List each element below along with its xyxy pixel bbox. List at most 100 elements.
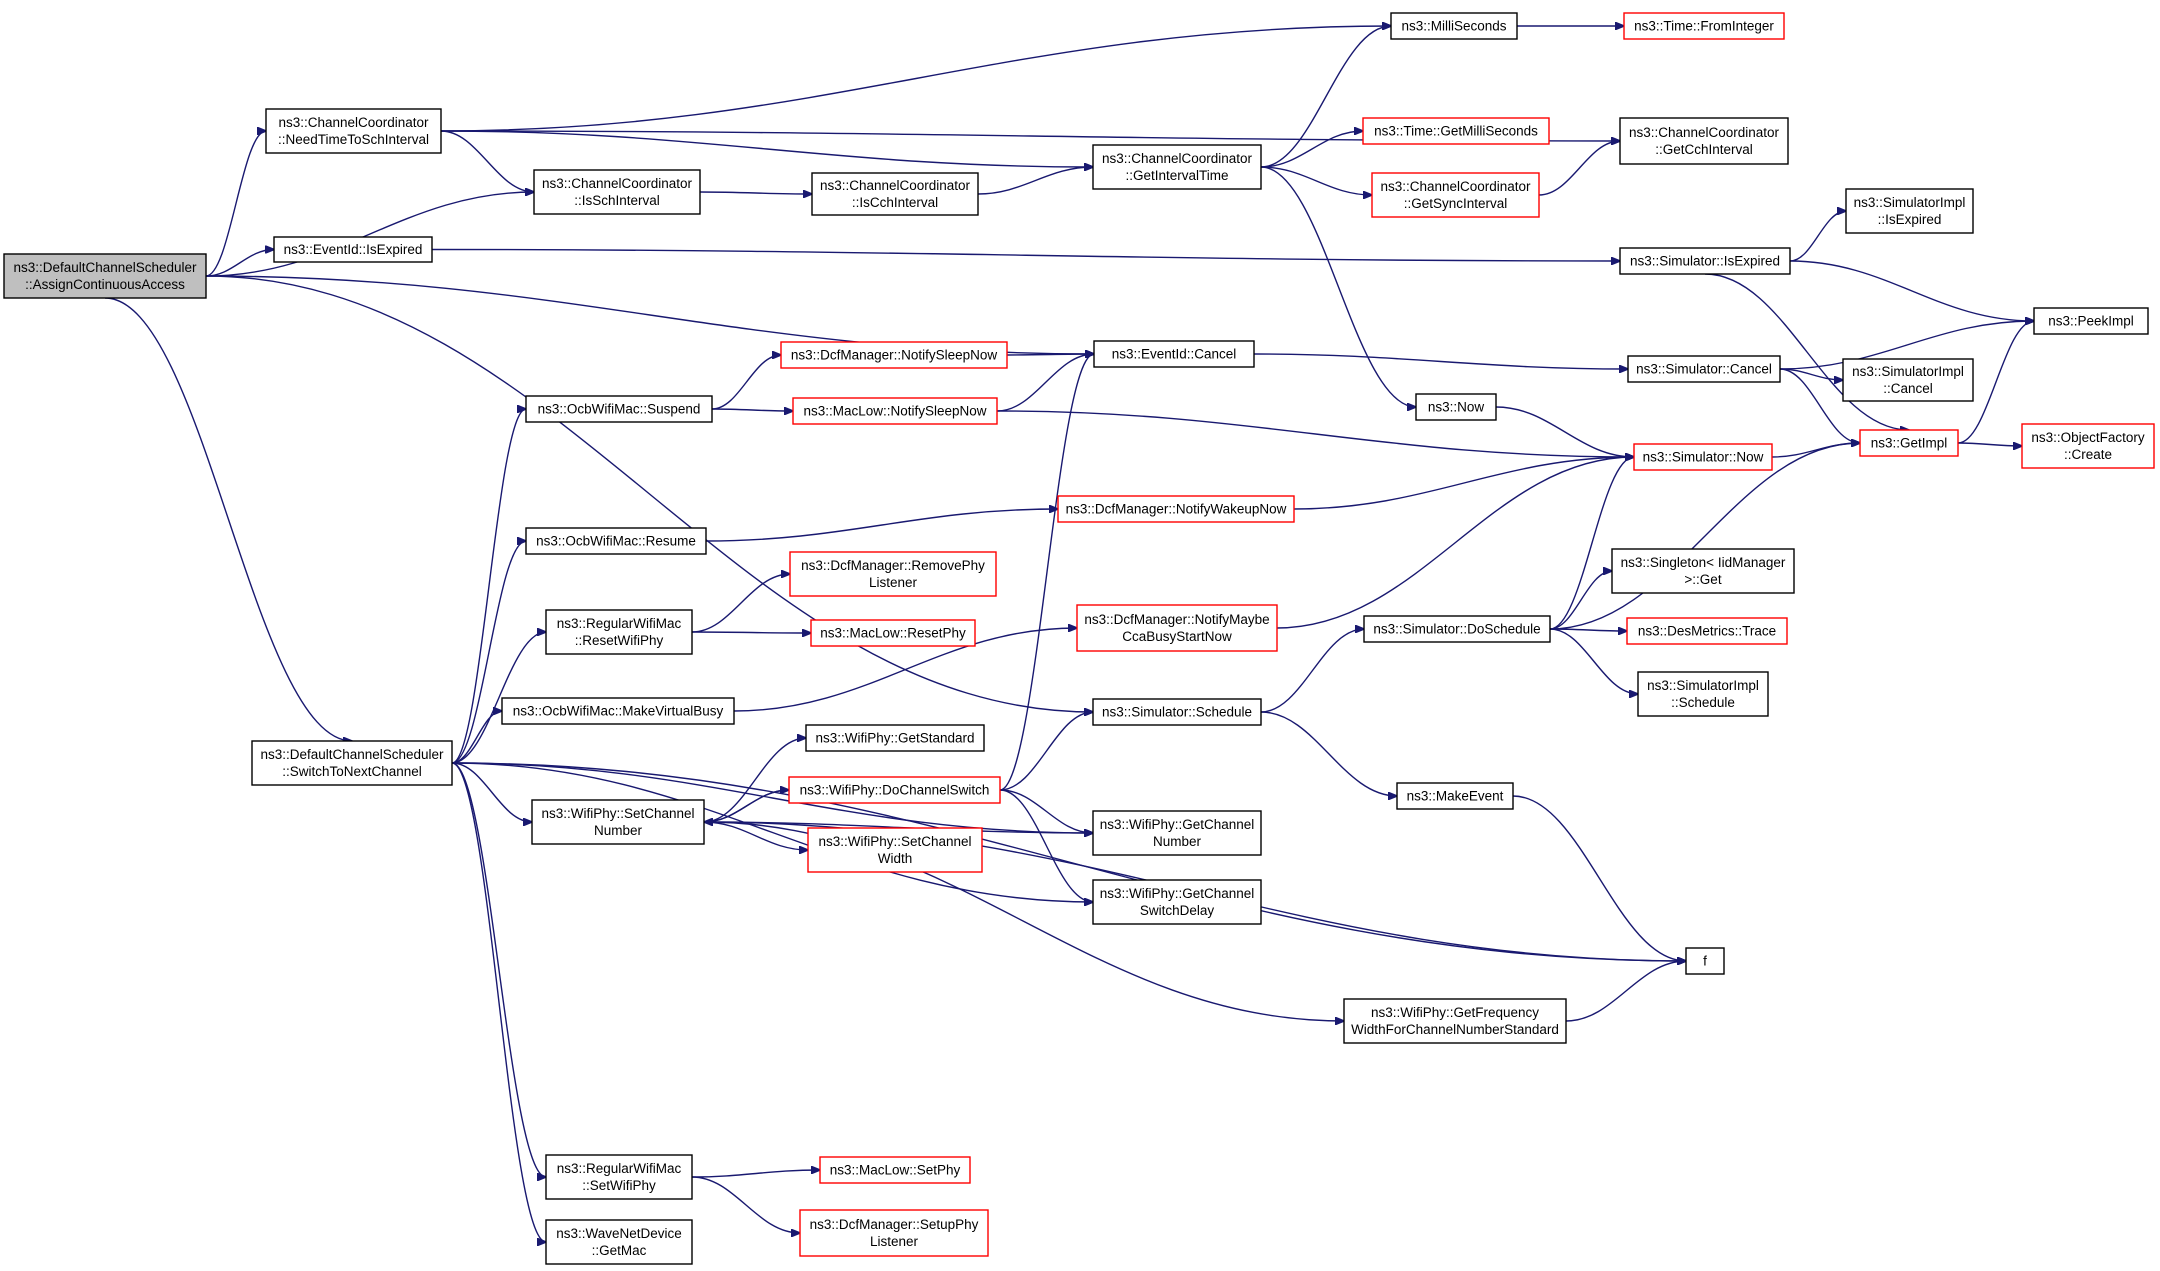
node-setWifiPhy[interactable]: ns3::RegularWifiMac::SetWifiPhy [545,1154,693,1200]
edge-doSchedule-to-simNow [1549,457,1634,630]
node-objFactory[interactable]: ns3::ObjectFactory::Create [2021,423,2155,469]
node-now[interactable]: ns3::Now [1415,393,1497,421]
node-switchNext[interactable]: ns3::DefaultChannelScheduler::SwitchToNe… [251,740,453,786]
node-f[interactable]: f [1685,947,1725,975]
node-getImpl[interactable]: ns3::GetImpl [1859,429,1959,457]
node-singleton[interactable]: ns3::Singleton< IidManager>::Get [1611,548,1795,594]
node-setPhy[interactable]: ns3::MacLow::SetPhy [819,1156,971,1184]
node-box [1390,12,1518,40]
node-label-line: ns3::DcfManager::NotifyMaybe [1084,612,1269,627]
node-getSync[interactable]: ns3::ChannelCoordinator::GetSyncInterval [1371,172,1540,218]
node-simNow[interactable]: ns3::Simulator::Now [1633,443,1773,471]
edge-line [1549,443,1860,630]
node-dcfSleep[interactable]: ns3::DcfManager::NotifySleepNow [780,341,1008,369]
node-simSchedule[interactable]: ns3::Simulator::Schedule [1092,698,1262,726]
edge-dcfWake-to-simNow [1293,457,1634,510]
node-doSchedule[interactable]: ns3::Simulator::DoSchedule [1363,615,1551,643]
node-label-line: ns3::WifiPhy::SetChannel [541,806,694,821]
edge-switchNext-to-resume [451,541,526,764]
edge-getInterval-to-milli [1260,26,1391,168]
node-implIsExp[interactable]: ns3::SimulatorImpl::IsExpired [1845,188,1974,234]
node-box [789,551,997,597]
node-box [2021,423,2155,469]
edge-simIsExp-to-getImpl [1704,273,1909,430]
edge-line [1495,406,1634,457]
edge-eventIsExp-to-simIsExp [431,248,1620,262]
node-implCancel[interactable]: ns3::SimulatorImpl::Cancel [1842,358,1974,402]
node-getCch[interactable]: ns3::ChannelCoordinator::GetCchInterval [1619,117,1789,165]
node-box [788,776,1001,804]
node-milli[interactable]: ns3::MilliSeconds [1390,12,1518,40]
node-label-line: ns3::MilliSeconds [1401,19,1506,34]
edge-line [999,789,1093,833]
node-peek[interactable]: ns3::PeekImpl [2033,307,2149,335]
node-fromInt[interactable]: ns3::Time::FromInteger [1623,12,1785,40]
node-simIsExp[interactable]: ns3::Simulator::IsExpired [1619,247,1791,275]
node-label-line: ::GetMac [592,1243,647,1258]
node-label-line: Number [594,823,643,838]
node-macSleep[interactable]: ns3::MacLow::NotifySleepNow [792,397,998,425]
edge-dcfSleep-to-eventCancel [1006,354,1094,355]
node-root[interactable]: ns3::DefaultChannelScheduler::AssignCont… [3,253,207,299]
node-simCancel[interactable]: ns3::Simulator::Cancel [1627,355,1781,383]
node-label-line: ::GetIntervalTime [1125,168,1228,183]
node-dcfWake[interactable]: ns3::DcfManager::NotifyWakeupNow [1057,495,1295,523]
node-doSwitch[interactable]: ns3::WifiPhy::DoChannelSwitch [788,776,1001,804]
node-makeBusy[interactable]: ns3::OcbWifiMac::MakeVirtualBusy [501,697,735,725]
edge-line [451,762,1093,902]
node-box [1362,117,1550,145]
node-box [265,108,442,154]
edge-setChNum-to-getFreq [703,821,1344,1021]
node-box [531,799,705,845]
edge-line [1549,628,1638,694]
node-label-line: ns3::MakeEvent [1407,789,1504,804]
edge-line [440,130,534,192]
node-isCch[interactable]: ns3::ChannelCoordinator::IsCchInterval [811,172,979,216]
edge-line [431,248,1620,262]
node-box [1845,188,1974,234]
node-getInterval[interactable]: ns3::ChannelCoordinator::GetIntervalTime [1092,144,1262,190]
node-eventCancel[interactable]: ns3::EventId::Cancel [1093,340,1255,368]
node-resetWifiPhy[interactable]: ns3::RegularWifiMac::ResetWifiPhy [545,609,693,655]
node-box [1619,247,1791,275]
node-implSchedule[interactable]: ns3::SimulatorImpl::Schedule [1637,671,1769,717]
edge-getInterval-to-now [1260,166,1416,407]
edge-line [691,1170,820,1178]
node-box [1363,615,1551,643]
node-box [501,697,735,725]
node-makeEvent[interactable]: ns3::MakeEvent [1396,782,1514,810]
nodes-layer: ns3::DefaultChannelScheduler::AssignCont… [3,12,2155,1265]
node-needTime[interactable]: ns3::ChannelCoordinator::NeedTimeToSchIn… [265,108,442,154]
edge-setChNum-to-getStandard [703,738,806,823]
node-desTrace[interactable]: ns3::DesMetrics::Trace [1626,617,1788,645]
node-ccaBusy[interactable]: ns3::DcfManager::NotifyMaybeCcaBusyStart… [1076,604,1278,652]
node-label-line: ns3::WifiPhy::GetStandard [815,731,974,746]
node-label-line: ns3::Now [1428,400,1485,415]
node-isSch[interactable]: ns3::ChannelCoordinator::IsSchInterval [533,169,701,215]
node-label-line: ::SwitchToNextChannel [282,764,422,779]
edge-line [1771,443,1860,458]
edge-root-to-eventIsExp [205,250,274,277]
node-box [1415,393,1497,421]
node-box [1093,340,1255,368]
edge-resetWifiPhy-to-resetPhy [691,632,811,633]
edge-line [451,762,546,1177]
node-eventIsExp[interactable]: ns3::EventId::IsExpired [273,236,433,263]
edge-getInterval-to-getSync [1260,166,1372,195]
node-getStandard[interactable]: ns3::WifiPhy::GetStandard [805,724,985,752]
node-resetPhy[interactable]: ns3::MacLow::ResetPhy [810,619,976,647]
node-getMac[interactable]: ns3::WaveNetDevice::GetMac [545,1219,693,1265]
node-getFreq[interactable]: ns3::WifiPhy::GetFrequencyWidthForChanne… [1343,998,1567,1044]
node-resume[interactable]: ns3::OcbWifiMac::Resume [525,527,707,555]
edge-macSleep-to-simNow [996,410,1634,457]
edge-line [711,409,793,411]
edge-switchNext-to-resetWifiPhy [451,632,546,764]
node-getMilliSec[interactable]: ns3::Time::GetMilliSeconds [1362,117,1550,145]
node-suspend[interactable]: ns3::OcbWifiMac::Suspend [525,395,713,423]
